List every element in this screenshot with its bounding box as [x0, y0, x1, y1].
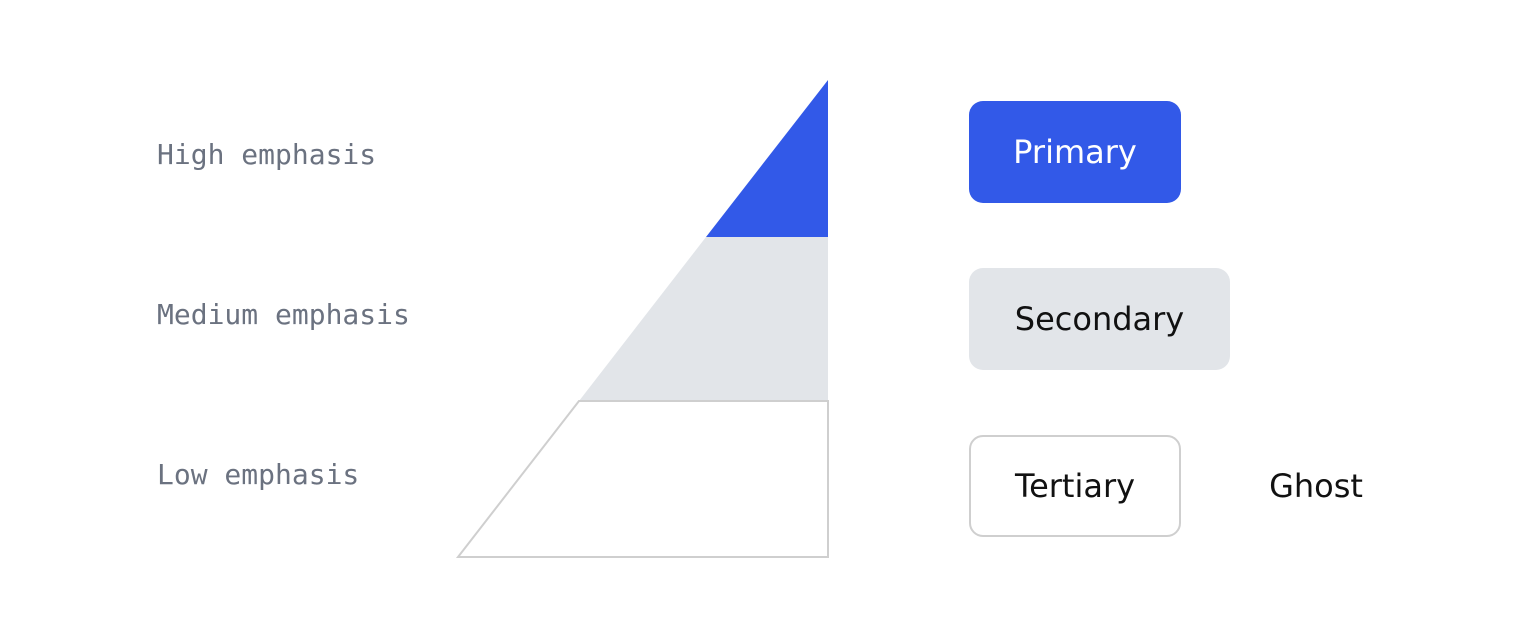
pyramid-bottom-tier — [455, 400, 829, 558]
high-emphasis-label: High emphasis — [157, 138, 377, 171]
primary-button[interactable]: Primary — [969, 101, 1181, 203]
pyramid-middle-tier — [579, 237, 828, 401]
pyramid-top-tier — [706, 80, 828, 237]
tertiary-button[interactable]: Tertiary — [969, 435, 1181, 537]
low-emphasis-label: Low emphasis — [157, 458, 360, 491]
secondary-button[interactable]: Secondary — [969, 268, 1230, 370]
ghost-button[interactable]: Ghost — [1269, 467, 1363, 505]
medium-emphasis-label: Medium emphasis — [157, 298, 410, 331]
